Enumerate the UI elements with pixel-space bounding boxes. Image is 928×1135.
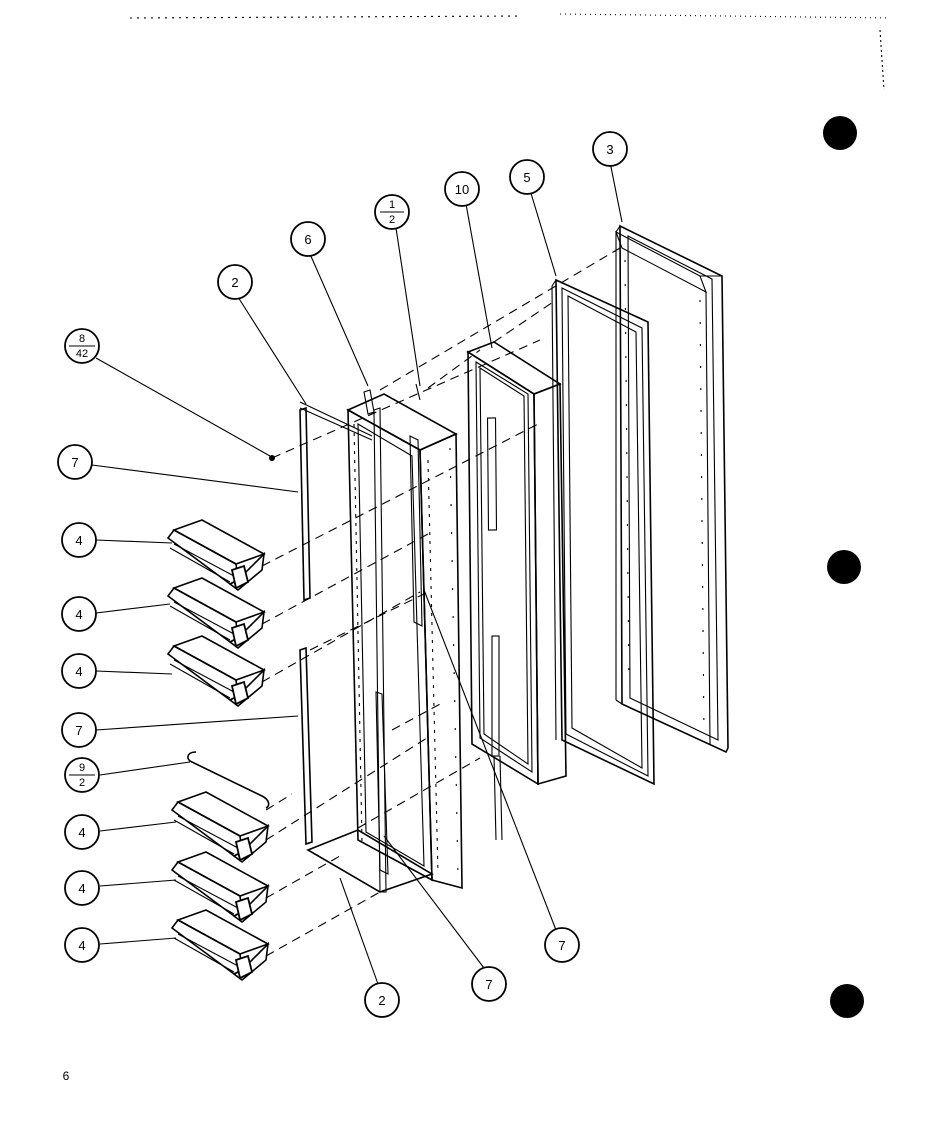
door-bin-2	[166, 577, 266, 650]
callout-6-label: 6	[304, 232, 311, 247]
binder-hole-middle	[827, 550, 861, 584]
callout-7-b-label: 7	[75, 723, 82, 738]
main-liner-box	[306, 383, 463, 893]
door-bin-1	[166, 519, 266, 592]
door-bin-3	[166, 635, 266, 708]
outer-door-panel	[614, 224, 729, 754]
door-bin-6	[170, 909, 270, 982]
scan-edge-artifacts	[129, 13, 891, 91]
callout-4-a: 4	[61, 522, 97, 558]
callout-4-c: 4	[61, 653, 97, 689]
callout-7-c: 7	[471, 966, 507, 1002]
callout-7-a: 7	[57, 444, 93, 480]
callout-9-2-bottom: 2	[79, 777, 85, 789]
callout-6: 6	[290, 221, 326, 257]
callout-4-c-label: 4	[75, 664, 82, 679]
binder-holes	[823, 116, 864, 1018]
callout-4-f-label: 4	[78, 938, 85, 953]
alignment-lines	[261, 247, 621, 957]
binder-hole-bottom	[830, 984, 864, 1018]
callout-5-label: 5	[523, 170, 530, 185]
callout-4-d: 4	[64, 814, 100, 850]
callout-4-e: 4	[64, 870, 100, 906]
callout-10-label: 10	[455, 182, 469, 197]
callout-4-a-label: 4	[75, 533, 82, 548]
callout-7-b: 7	[61, 712, 97, 748]
callout-1-2-bottom: 2	[389, 214, 395, 226]
door-bin-4	[170, 791, 270, 864]
trim-strips	[299, 401, 373, 846]
callout-4-f: 4	[64, 927, 100, 963]
leader-lines	[91, 161, 623, 985]
callout-8-42: 8 42	[64, 328, 100, 364]
callout-1-2-top: 1	[389, 199, 395, 211]
callout-7-c-label: 7	[485, 977, 492, 992]
callout-3-label: 3	[606, 142, 613, 157]
door-bin-5	[170, 851, 270, 924]
callout-4-e-label: 4	[78, 881, 85, 896]
callout-4-d-label: 4	[78, 825, 85, 840]
callout-1-2: 1 2	[374, 194, 410, 230]
page-number: 6	[63, 1069, 70, 1083]
callout-4-b-label: 4	[75, 607, 82, 622]
callout-2-top: 2	[217, 264, 253, 300]
callout-2-top-label: 2	[231, 275, 238, 290]
callouts: 3 5 10 1 2 6 2 8 42	[57, 131, 628, 1018]
callout-2-bottom: 2	[364, 982, 400, 1018]
door-gasket	[551, 278, 655, 786]
callout-10: 10	[444, 171, 480, 207]
door-bins	[166, 519, 270, 982]
callout-7-d: 7	[544, 927, 580, 963]
callout-7-a-label: 7	[71, 455, 78, 470]
callout-3: 3	[592, 131, 628, 167]
callout-7-d-label: 7	[558, 938, 565, 953]
wire-retainer-bar	[187, 751, 270, 809]
binder-hole-top	[823, 116, 857, 150]
callout-4-b: 4	[61, 596, 97, 632]
callout-2-bottom-label: 2	[378, 993, 385, 1008]
callout-9-2: 9 2	[64, 757, 100, 793]
callout-9-2-top: 9	[79, 762, 85, 774]
callout-8-42-top: 8	[79, 333, 85, 345]
callout-5: 5	[509, 159, 545, 195]
callout-8-42-bottom: 42	[76, 348, 88, 360]
inner-door-liner	[466, 341, 567, 841]
